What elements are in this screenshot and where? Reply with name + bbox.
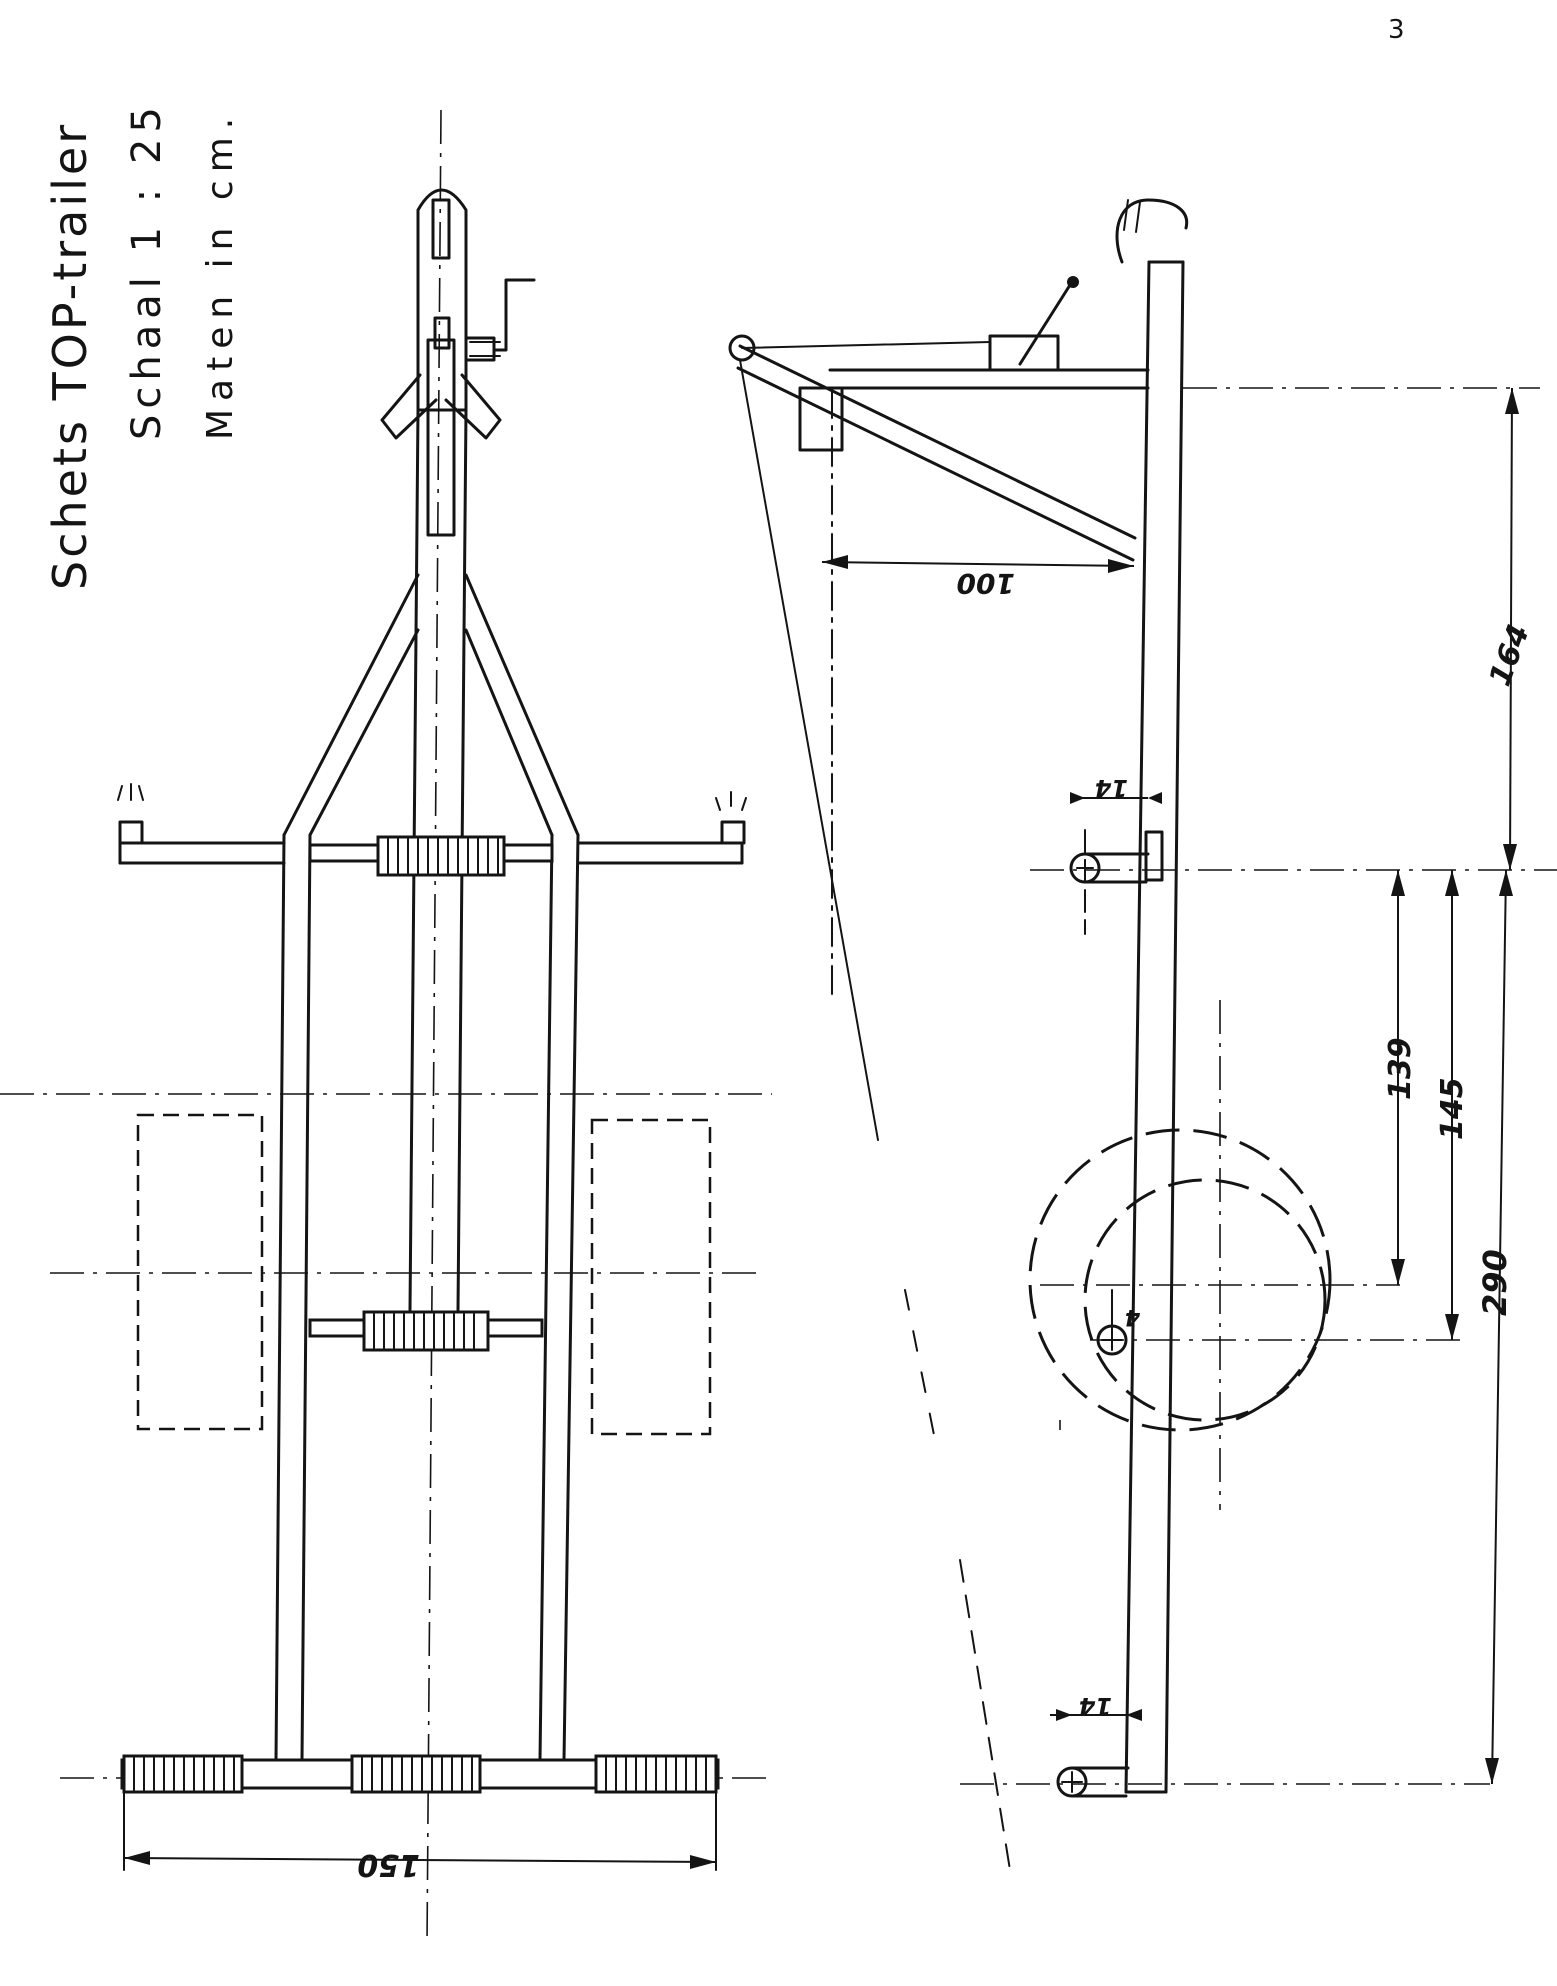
wheel-inner-circle [1083,1178,1327,1422]
right-rail-inner [538,833,554,1762]
front-offset-label: 14 [1095,774,1128,802]
reach-arrow-right [1108,559,1134,573]
rear-roller-center-ribs [361,1757,473,1791]
front-roller-arm [1083,852,1150,884]
rear-guide-line [959,1559,1011,1871]
title-line-2: Schaal 1 : 25 [124,101,170,440]
dim-164-arrow-top [1505,388,1519,414]
left-rail-inner [300,833,312,1762]
dim-145-label: 145 [1435,1077,1470,1140]
light-bar [118,841,744,865]
reach-label: 100 [957,567,1015,600]
dim-290-label: 290 [1476,1249,1514,1316]
a-frame-right-outer [464,573,580,837]
axle-offset-label: 4 [1125,1304,1141,1329]
rear-width-label: 150 [357,1847,420,1882]
rear-roller-right [594,1754,718,1794]
left-rail-outer [274,833,286,1762]
lever-arm [1018,283,1072,366]
top-view-centerline [426,109,442,1946]
rear-roller-center-body [350,1754,482,1794]
rear-offset-arrow-left [1056,1709,1072,1721]
dim-164-line [1509,387,1513,871]
strut-upper [738,344,1137,540]
left-clamp [380,373,438,440]
dim-164-label: 164 [1483,620,1537,691]
cable-down [739,359,879,1141]
hitch-slot [431,198,451,260]
front-roller [376,835,506,877]
coupler-icon [1115,198,1189,264]
rear-offset-label: 14 [1079,1692,1112,1720]
mid-roller-ribs [373,1313,475,1349]
dim-290-arrow-top [1499,870,1513,896]
right-clamp [444,373,502,440]
dim-139-arrow-top [1391,870,1405,896]
wheel-outer-circle [1028,1128,1332,1432]
top-view: 150 [0,109,772,1946]
width-dim-line [123,1857,717,1863]
drawbar-inner [426,338,456,537]
winch-crank-icon [492,278,536,352]
left-wheel [136,1113,264,1431]
beam-back-edge [1164,260,1185,1794]
winch-pin [433,316,451,350]
right-rail-outer [562,833,580,1762]
dim-145-arrow-bottom [1445,1314,1459,1340]
rear-roller-arm [1070,1766,1130,1798]
cable-top [741,341,991,349]
front-offset-arrow-right [1148,792,1162,804]
dim-139-arrow-bottom [1391,1259,1405,1285]
rear-roller-right-ribs [605,1757,707,1791]
front-offset-arrow-left [1070,792,1085,804]
mast-bracket [798,386,844,452]
width-arrow-left [124,1851,150,1865]
side-view: 100 14 14 4 [728,198,1557,1871]
rear-roller-left-ribs [133,1757,235,1791]
page-number: 3 [1388,15,1405,45]
dim-139-label: 139 [1383,1037,1418,1100]
title-line-1: Schets TOP-trailer [43,122,97,590]
front-roller-body [376,835,506,877]
front-roller-ribs [387,838,499,874]
left-lamp-icon [118,820,144,845]
right-lamp-rays [715,791,747,811]
right-wheel [590,1118,712,1436]
dim-290-arrow-bottom [1485,1758,1499,1784]
reach-arrow-left [822,555,848,569]
axle-hub-cross [1101,1329,1123,1351]
title-line-3: Maten in cm. [200,110,241,440]
winch-spokes [469,341,501,357]
dim-290-line [1491,869,1507,1785]
wheel-guide-line [904,1289,936,1441]
boom-block [988,334,1060,372]
dim-145-arrow-top [1445,870,1459,896]
hitch-head [416,188,468,412]
a-frame-left-outer [282,573,420,837]
rear-roller-center [350,1754,482,1794]
coupler-detail [1123,199,1141,233]
a-frame-right-inner [464,628,554,837]
width-arrow-right [690,1855,716,1869]
mid-roller-body [362,1310,490,1352]
rear-offset-arrow-right [1126,1709,1142,1721]
rear-roller-cross [1061,1771,1083,1793]
left-lamp-rays [117,783,144,801]
front-roller-bracket [1144,830,1164,882]
title-block: Schets TOP-trailer Schaal 1 : 25 Maten i… [43,101,241,590]
beam-front-edge [1124,260,1151,1794]
dim-164-arrow-bottom [1503,844,1517,870]
strut-lower [736,366,1135,562]
mid-roller [362,1310,490,1352]
lever-knob [1067,276,1079,288]
rear-roller-left [122,1754,244,1794]
reach-dim-line [821,561,1135,567]
right-lamp-icon [720,820,746,845]
a-frame-left-inner [308,628,420,837]
